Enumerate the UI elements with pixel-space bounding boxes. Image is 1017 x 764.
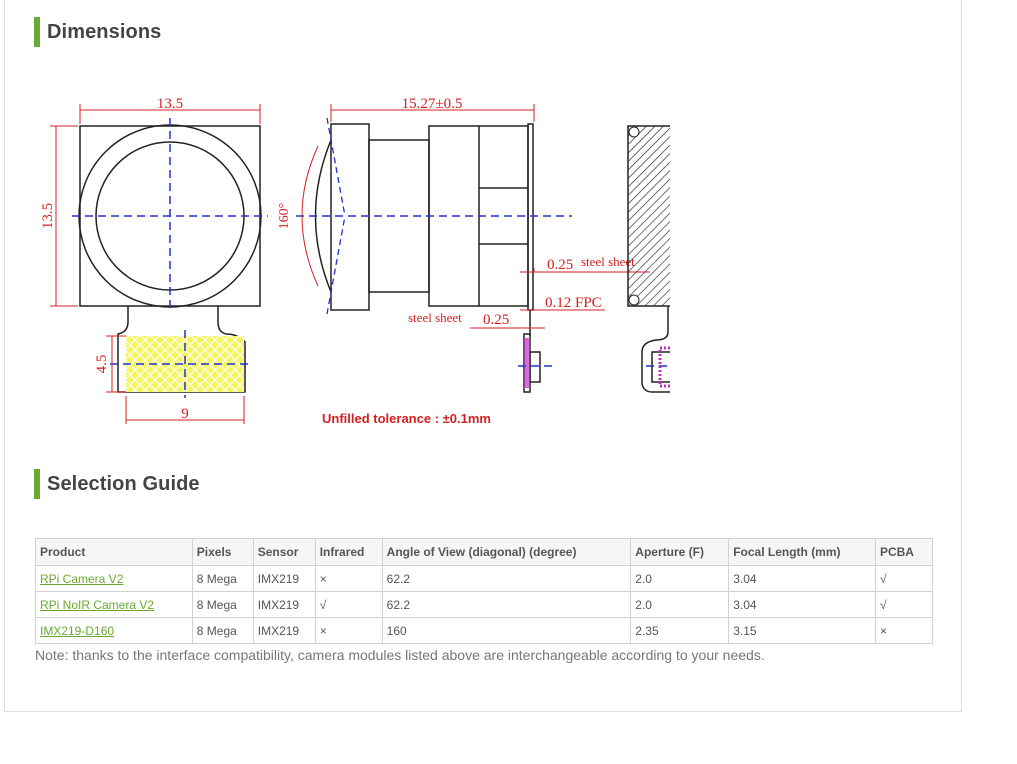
focal-cell: 3.04: [728, 591, 876, 618]
back-view: [627, 125, 670, 393]
infrared-cell: √: [314, 591, 383, 618]
steel-upper-text: steel sheet: [581, 254, 635, 269]
col-header-focal: Focal Length (mm): [728, 538, 876, 566]
dim-steel-upper-label: 0.25: [547, 257, 573, 273]
tolerance-note: Unfilled tolerance : ±0.1mm: [322, 411, 491, 426]
front-view: [50, 104, 268, 424]
dim-lens-length-label: 15.27±0.5: [402, 96, 463, 112]
col-header-pixels: Pixels: [191, 538, 254, 566]
table-header-row: Product Pixels Sensor Infrared Angle of …: [35, 538, 934, 566]
product-link-rpi-camera-v2[interactable]: RPi Camera V2: [40, 571, 124, 586]
selection-heading: Selection Guide: [34, 469, 200, 499]
product-cell: IMX219-D160: [35, 617, 193, 644]
col-header-angle: Angle of View (diagonal) (degree): [381, 538, 632, 566]
angle-cell: 62.2: [381, 591, 632, 618]
compatibility-note: Note: thanks to the interface compatibil…: [35, 647, 765, 663]
side-view: [296, 104, 650, 393]
dimension-drawing: 13.5 13.5 4.5 9 15.27±0.5 160° 0: [40, 96, 670, 426]
dim-connector-width-label: 9: [181, 406, 189, 422]
dim-width-label: 13.5: [157, 96, 183, 112]
dim-steel-lower-label: 0.25: [483, 312, 509, 328]
col-header-product: Product: [35, 538, 193, 566]
dim-height-label: 13.5: [40, 203, 56, 229]
steel-lower-text: steel sheet: [408, 310, 462, 325]
focal-cell: 3.04: [728, 565, 876, 592]
table-row: RPi NoIR Camera V2 8 Mega IMX219 √ 62.2 …: [35, 591, 934, 618]
infrared-cell: ×: [314, 565, 383, 592]
dimensions-heading: Dimensions: [34, 17, 161, 47]
dim-connector-height-label: 4.5: [94, 355, 110, 374]
product-link-imx219-d160[interactable]: IMX219-D160: [40, 623, 115, 638]
aperture-cell: 2.0: [630, 591, 730, 618]
pixels-cell: 8 Mega: [191, 617, 254, 644]
table-row: RPi Camera V2 8 Mega IMX219 × 62.2 2.0 3…: [35, 565, 934, 592]
aperture-cell: 2.0: [630, 565, 730, 592]
col-header-pcba: PCBA: [874, 538, 934, 566]
pcba-cell: ×: [874, 617, 934, 644]
product-cell: RPi NoIR Camera V2: [35, 591, 193, 618]
sensor-cell: IMX219: [252, 565, 316, 592]
col-header-infrared: Infrared: [314, 538, 383, 566]
pcba-cell: √: [874, 565, 934, 592]
focal-cell: 3.15: [728, 617, 876, 644]
dim-fpc-label: 0.12 FPC: [545, 295, 602, 311]
angle-cell: 160: [381, 617, 632, 644]
angle-cell: 62.2: [381, 565, 632, 592]
heading-accent-bar: [34, 17, 40, 47]
heading-accent-bar: [34, 469, 40, 499]
selection-guide-table: Product Pixels Sensor Infrared Angle of …: [35, 538, 934, 644]
selection-title: Selection Guide: [47, 472, 200, 495]
table-row: IMX219-D160 8 Mega IMX219 × 160 2.35 3.1…: [35, 617, 934, 644]
col-header-sensor: Sensor: [252, 538, 316, 566]
dim-angle-label: 160°: [277, 203, 292, 230]
col-header-aperture: Aperture (F): [630, 538, 730, 566]
infrared-cell: ×: [314, 617, 383, 644]
aperture-cell: 2.35: [630, 617, 730, 644]
product-cell: RPi Camera V2: [35, 565, 193, 592]
sensor-cell: IMX219: [252, 617, 316, 644]
pcba-cell: √: [874, 591, 934, 618]
pixels-cell: 8 Mega: [191, 565, 254, 592]
pixels-cell: 8 Mega: [191, 591, 254, 618]
sensor-cell: IMX219: [252, 591, 316, 618]
product-link-rpi-noir-camera-v2[interactable]: RPi NoIR Camera V2: [40, 597, 155, 612]
dimensions-title: Dimensions: [47, 20, 162, 43]
